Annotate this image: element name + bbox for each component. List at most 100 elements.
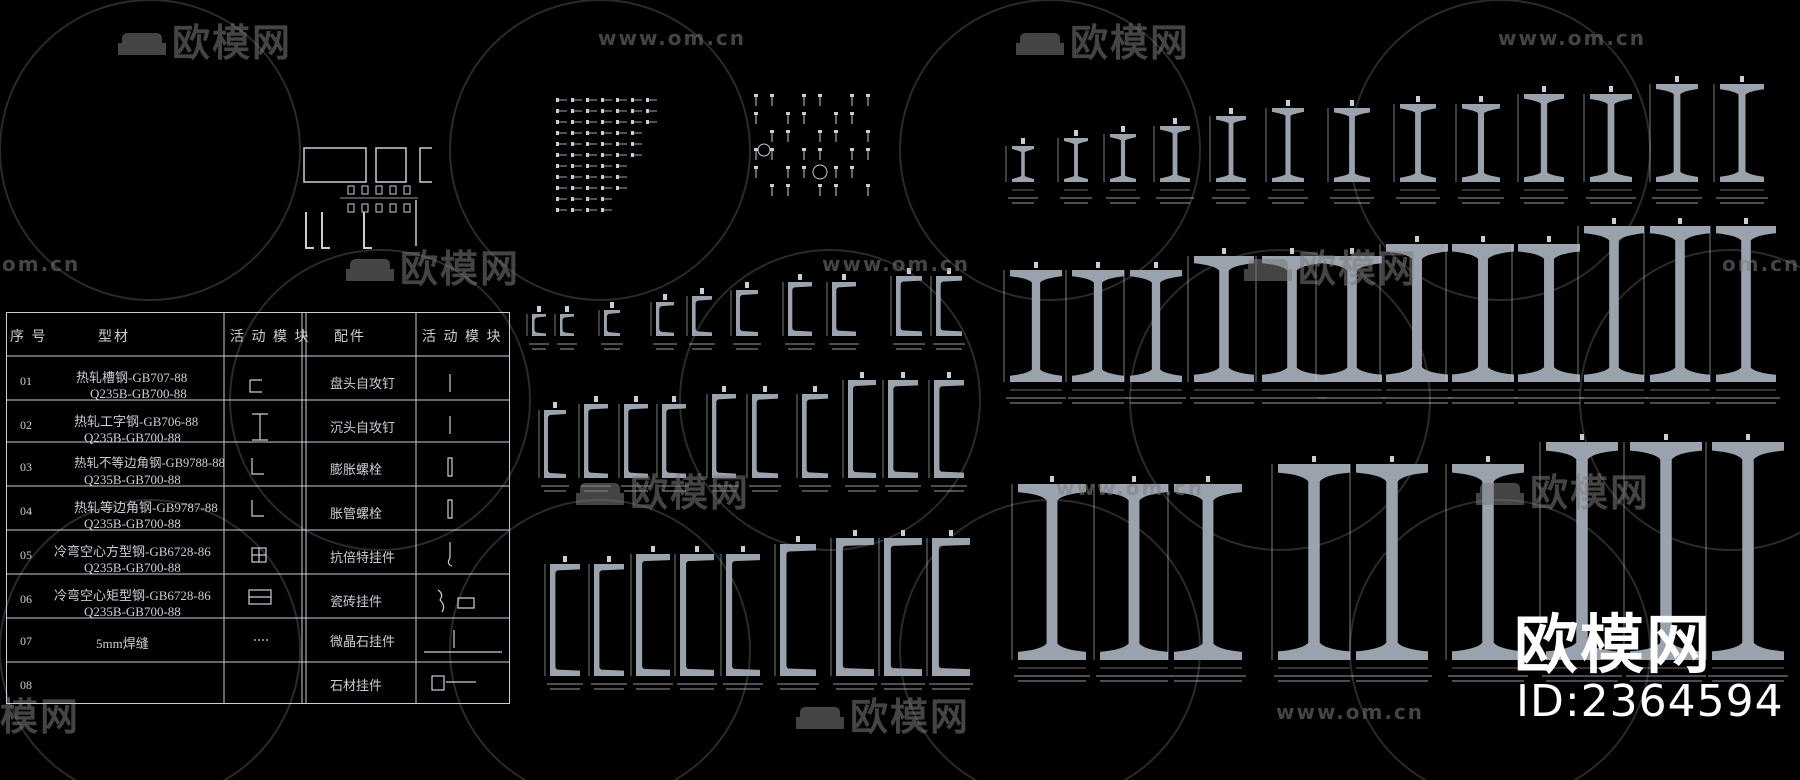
watermark-arc xyxy=(1129,249,1431,551)
anchor-head xyxy=(834,166,838,169)
dimension-marker xyxy=(1744,218,1748,224)
watermark-brand: 欧模网 xyxy=(1476,462,1650,518)
dimension-marker xyxy=(1740,76,1744,82)
dimension-marker xyxy=(1206,476,1210,482)
row-grade: Q235B-GB700-88 xyxy=(84,516,181,531)
screw-head xyxy=(571,109,574,113)
i-beam-medium xyxy=(1010,270,1062,382)
tile-hanger-icon xyxy=(437,589,475,613)
i-beam-small xyxy=(1400,104,1436,182)
dimension-marker xyxy=(563,556,567,562)
watermark-url: www.om.cn xyxy=(598,26,747,50)
channel-section xyxy=(419,147,432,183)
sofa-logo-icon xyxy=(1016,24,1064,68)
dimension-marker xyxy=(1173,118,1177,124)
watermark-brand: 欧模网 xyxy=(118,12,292,68)
i-beam-small xyxy=(1160,126,1190,182)
watermark-arc xyxy=(1579,249,1800,551)
anchor-head xyxy=(850,112,854,115)
screw-head xyxy=(571,120,574,124)
screw-head xyxy=(571,197,574,201)
i-beam-medium xyxy=(1452,244,1514,382)
screw-head xyxy=(601,208,604,212)
dimension-marker xyxy=(842,274,846,280)
row-part: 胀管螺栓 xyxy=(330,506,383,521)
screw-head xyxy=(556,175,559,179)
row-part: 膨胀螺栓 xyxy=(330,462,383,477)
screw-head xyxy=(586,175,589,179)
i-beam-small xyxy=(1064,138,1088,182)
screw-head xyxy=(601,175,604,179)
angle-section xyxy=(305,212,314,249)
table-grid xyxy=(6,312,510,704)
screw-head xyxy=(586,208,589,212)
i-beam-icon xyxy=(252,413,268,441)
channel-large xyxy=(636,554,670,676)
id-badge: ID:2364594 xyxy=(1516,676,1784,727)
sofa-logo-icon xyxy=(118,24,166,68)
square-tube-section xyxy=(375,147,407,183)
dimension-marker xyxy=(1390,456,1394,462)
dimension-marker xyxy=(1050,476,1054,482)
header-module: 活 动 模 块 xyxy=(230,330,311,345)
header-part: 配件 xyxy=(334,330,366,345)
dimension-marker xyxy=(907,268,911,274)
screw-head xyxy=(556,197,559,201)
hanger-part xyxy=(361,185,369,195)
i-beam-small xyxy=(1656,84,1698,182)
dimension-marker xyxy=(1675,76,1679,82)
i-beam-large xyxy=(1018,484,1086,660)
anchor-head xyxy=(834,112,838,115)
row-number: 05 xyxy=(20,548,32,562)
dimension-marker xyxy=(553,402,557,408)
dimension-marker xyxy=(700,288,704,294)
angle-steel-icon xyxy=(251,458,264,475)
hanger-part xyxy=(389,203,397,213)
rect-tube-section xyxy=(303,147,367,183)
screw-head xyxy=(571,153,574,157)
screw-head xyxy=(646,109,649,113)
screw-head xyxy=(616,98,619,102)
equal-angle-icon xyxy=(251,500,264,517)
screw-head xyxy=(586,153,589,157)
watermark-url: www.om.cn xyxy=(1498,26,1647,50)
dimension-marker xyxy=(1121,126,1125,132)
stone-clip-icon xyxy=(431,675,445,691)
pipe-bolt-icon xyxy=(447,499,453,519)
dimension-marker xyxy=(860,372,864,378)
i-beam-medium xyxy=(1262,256,1322,382)
screw-head xyxy=(616,120,619,124)
channel-large xyxy=(726,554,760,676)
row-part: 抗倍特挂件 xyxy=(330,550,396,565)
anchor-head xyxy=(850,94,854,97)
anchor-head xyxy=(754,94,758,97)
channel-medium xyxy=(624,404,648,478)
row-part: 瓷砖挂件 xyxy=(330,594,383,609)
screw-head xyxy=(601,120,604,124)
screw-head xyxy=(616,175,619,179)
screw-head xyxy=(601,98,604,102)
dimension-marker xyxy=(1021,138,1025,144)
watermark-arc xyxy=(449,0,751,301)
channel-medium xyxy=(934,380,964,478)
dimension-marker xyxy=(1612,218,1616,224)
dimension-marker xyxy=(1486,456,1490,462)
pendant-icon xyxy=(447,542,453,567)
legend-table: 序 号 型材 活 动 模 块 配件 活 动 模 块 01 热轧槽钢-GB707-… xyxy=(6,312,510,704)
channel-medium xyxy=(544,410,566,478)
dimension-marker xyxy=(610,302,614,308)
row-grade: Q235B-GB700-88 xyxy=(84,472,181,487)
anchor-head xyxy=(770,148,774,151)
screw-head xyxy=(601,131,604,135)
dimension-marker xyxy=(594,396,598,402)
dimension-marker xyxy=(763,386,767,392)
dimension-marker xyxy=(1312,456,1316,462)
dimension-marker xyxy=(607,556,611,562)
channel-large xyxy=(884,538,922,676)
row-number: 04 xyxy=(20,504,32,518)
anchor-head xyxy=(802,148,806,151)
i-beam-large xyxy=(1712,442,1784,660)
i-beam-large xyxy=(1546,442,1618,660)
row-grade: Q235B-GB700-88 xyxy=(84,604,181,619)
